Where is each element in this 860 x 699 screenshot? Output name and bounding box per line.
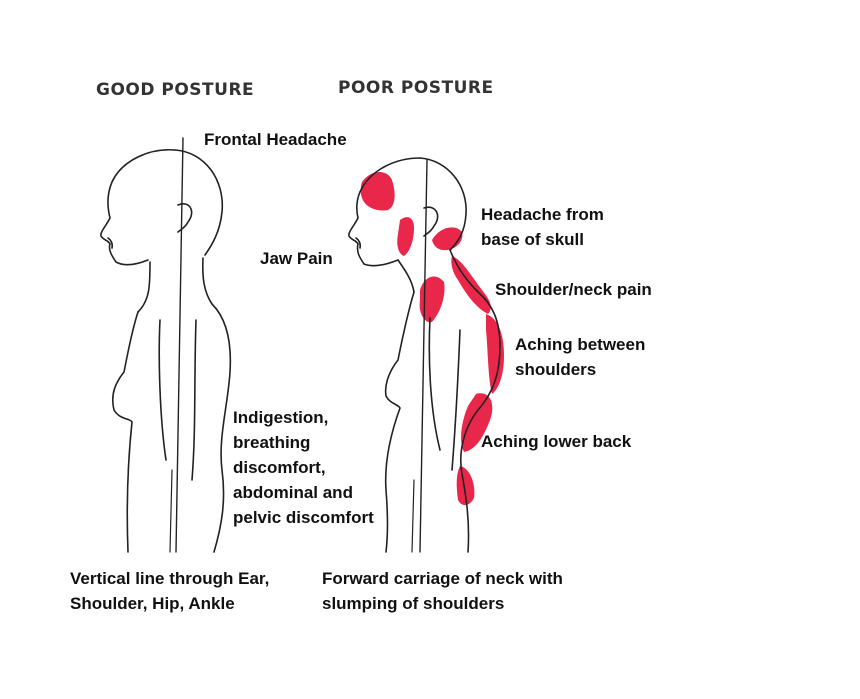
label-aching-shoulders-line2: shoulders xyxy=(515,360,597,379)
poor-caption-line2: slumping of shoulders xyxy=(322,594,505,613)
label-aching-shoulders-line1: Aching between xyxy=(515,335,646,354)
label-indigestion-line4: abdominal and xyxy=(233,483,353,502)
good-caption-line1: Vertical line through Ear, xyxy=(70,569,270,588)
good-back-line xyxy=(211,303,232,553)
label-frontal-headache: Frontal Headache xyxy=(204,130,347,149)
good-posture-caption: Vertical line through Ear, Shoulder, Hip… xyxy=(70,566,269,616)
poor-arm xyxy=(428,317,441,451)
good-leg-line xyxy=(169,469,173,553)
poor-head-outline xyxy=(348,157,421,267)
poor-skull-back xyxy=(419,157,467,251)
poor-ear xyxy=(423,206,439,237)
poor-arm-inner xyxy=(451,329,461,471)
poor-neck-back xyxy=(449,249,501,347)
label-shoulder-neck: Shoulder/neck pain xyxy=(495,280,652,299)
label-indigestion-line2: breathing xyxy=(233,433,311,452)
good-vertical-line xyxy=(175,137,184,553)
good-skull-back xyxy=(174,149,224,256)
label-headache-skull: Headache from base of skull xyxy=(481,202,604,252)
poor-back-line xyxy=(459,345,501,553)
poor-neck-front xyxy=(397,259,415,293)
poor-face-detail xyxy=(355,237,362,249)
good-posture-header: GOOD POSTURE xyxy=(96,80,255,100)
good-head-outline xyxy=(100,149,176,266)
poor-front-line xyxy=(384,291,415,553)
good-caption-line2: Shoulder, Hip, Ankle xyxy=(70,594,235,613)
label-indigestion: Indigestion, breathing discomfort, abdom… xyxy=(233,405,374,530)
poor-leg-line xyxy=(411,479,415,553)
pain-lower-back xyxy=(461,393,493,452)
pain-jaw xyxy=(397,217,414,256)
poor-caption-line1: Forward carriage of neck with xyxy=(322,569,563,588)
good-neck-back xyxy=(201,257,213,305)
label-aching-shoulders: Aching between shoulders xyxy=(515,332,645,382)
good-arm-inner xyxy=(191,319,197,481)
pain-frontal xyxy=(360,172,395,211)
pain-skull-base xyxy=(432,227,463,251)
good-posture-figure xyxy=(100,137,232,553)
poor-vertical-line xyxy=(419,159,428,553)
label-indigestion-line1: Indigestion, xyxy=(233,408,329,427)
pain-areas xyxy=(360,172,504,506)
label-aching-lower-back: Aching lower back xyxy=(481,432,632,451)
good-ear xyxy=(177,203,193,233)
label-indigestion-line3: discomfort, xyxy=(233,458,326,477)
label-headache-skull-line1: Headache from xyxy=(481,205,604,224)
pain-pelvis xyxy=(456,466,475,506)
poor-posture-figure xyxy=(348,157,504,553)
good-arm xyxy=(158,319,167,461)
good-front-line xyxy=(111,311,139,553)
good-face-detail xyxy=(107,237,114,249)
poor-posture-caption: Forward carriage of neck with slumping o… xyxy=(322,566,563,616)
label-indigestion-line5: pelvic discomfort xyxy=(233,508,374,527)
label-headache-skull-line2: base of skull xyxy=(481,230,584,249)
good-neck-front xyxy=(137,261,151,313)
label-jaw-pain: Jaw Pain xyxy=(260,249,333,268)
pain-neck-front xyxy=(419,276,445,323)
poor-posture-header: POOR POSTURE xyxy=(338,78,494,98)
